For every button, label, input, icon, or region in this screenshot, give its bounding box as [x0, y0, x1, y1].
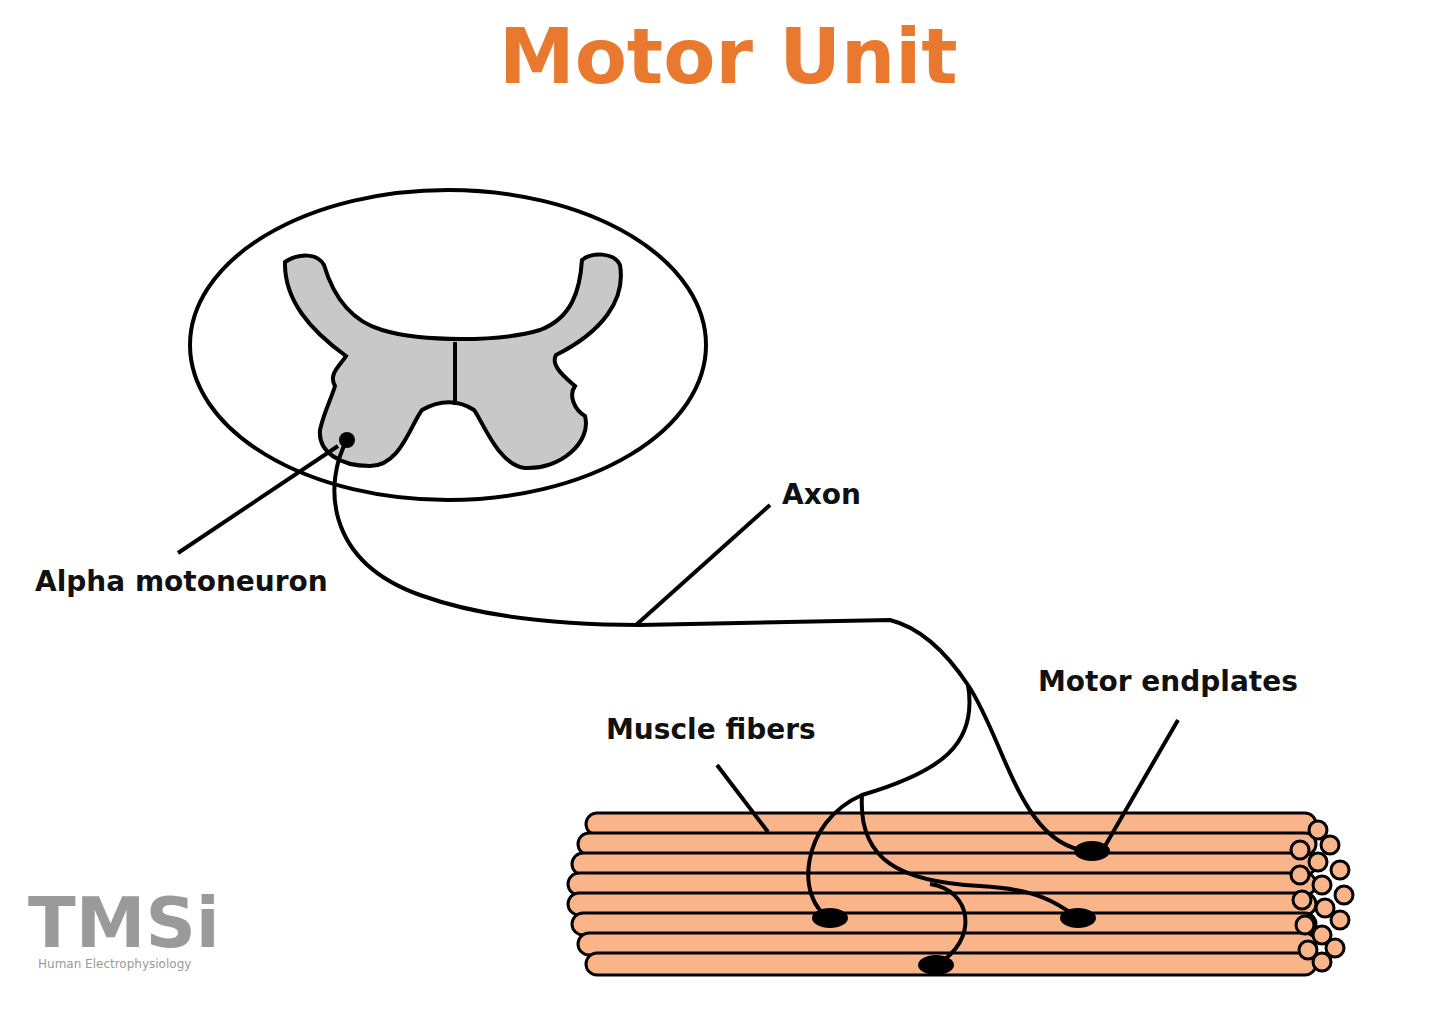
- muscle-bundle: [568, 813, 1353, 975]
- logo-subtitle: Human Electrophysiology: [38, 957, 191, 971]
- spinal-cord: [190, 190, 706, 500]
- motor-endplates: [812, 841, 1110, 975]
- logo-text: TMSi: [28, 882, 220, 964]
- leader-lines: [178, 446, 1178, 846]
- axon: [334, 440, 1088, 965]
- midline: [453, 342, 457, 405]
- part-label: Alpha motoneuron: [35, 565, 328, 598]
- part-label: Motor endplates: [1038, 665, 1298, 698]
- grey-matter: [285, 255, 621, 469]
- part-label: Axon: [782, 478, 861, 511]
- title: Motor Unit: [499, 12, 958, 101]
- part-label: Muscle fibers: [606, 713, 816, 746]
